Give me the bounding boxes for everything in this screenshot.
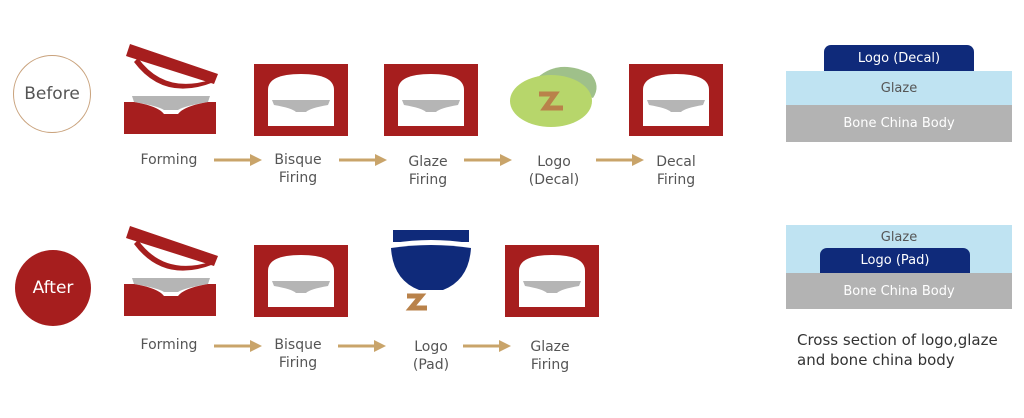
body-layer: Bone China Body [786, 105, 1012, 142]
kiln-icon [505, 245, 599, 317]
arrow-right-icon [463, 340, 511, 352]
logo-layer: Logo (Pad) [820, 248, 970, 273]
arrow-right-icon [214, 340, 262, 352]
kiln-icon [629, 64, 723, 136]
cross-section-caption: Cross section of logo,glaze and bone chi… [797, 331, 998, 369]
glaze-label: Glaze [880, 229, 918, 245]
kiln-icon [254, 64, 348, 136]
step-label: Bisque Firing [274, 152, 322, 186]
arrow-right-icon [339, 154, 387, 166]
mold-press-icon [124, 44, 218, 134]
cross-section-before: Logo (Decal) Glaze Bone China Body [786, 45, 1012, 142]
glaze-layer: Glaze [786, 71, 1012, 105]
step-label: Forming [140, 337, 198, 353]
arrow-right-icon [338, 340, 386, 352]
arrow-right-icon [464, 154, 512, 166]
step-label: Glaze Firing [530, 339, 570, 373]
after-badge: After [15, 250, 91, 326]
step-label: Forming [140, 152, 198, 168]
cross-section-after: Glaze Logo (Pad) Bone China Body [786, 225, 1012, 309]
kiln-icon [384, 64, 478, 136]
arrow-right-icon [214, 154, 262, 166]
step-label: Decal Firing [656, 154, 696, 188]
step-label: Bisque Firing [274, 337, 322, 371]
step-label: Glaze Firing [408, 154, 448, 188]
body-layer: Bone China Body [786, 273, 1012, 309]
kiln-icon [254, 245, 348, 317]
mold-press-icon [124, 226, 218, 316]
pad-print-icon [391, 230, 471, 311]
before-badge: Before [13, 55, 91, 133]
step-label: Logo (Decal) [528, 154, 580, 188]
arrow-right-icon [596, 154, 644, 166]
decal-icon [510, 66, 597, 127]
step-label: Logo (Pad) [412, 339, 450, 373]
logo-layer: Logo (Decal) [824, 45, 974, 71]
